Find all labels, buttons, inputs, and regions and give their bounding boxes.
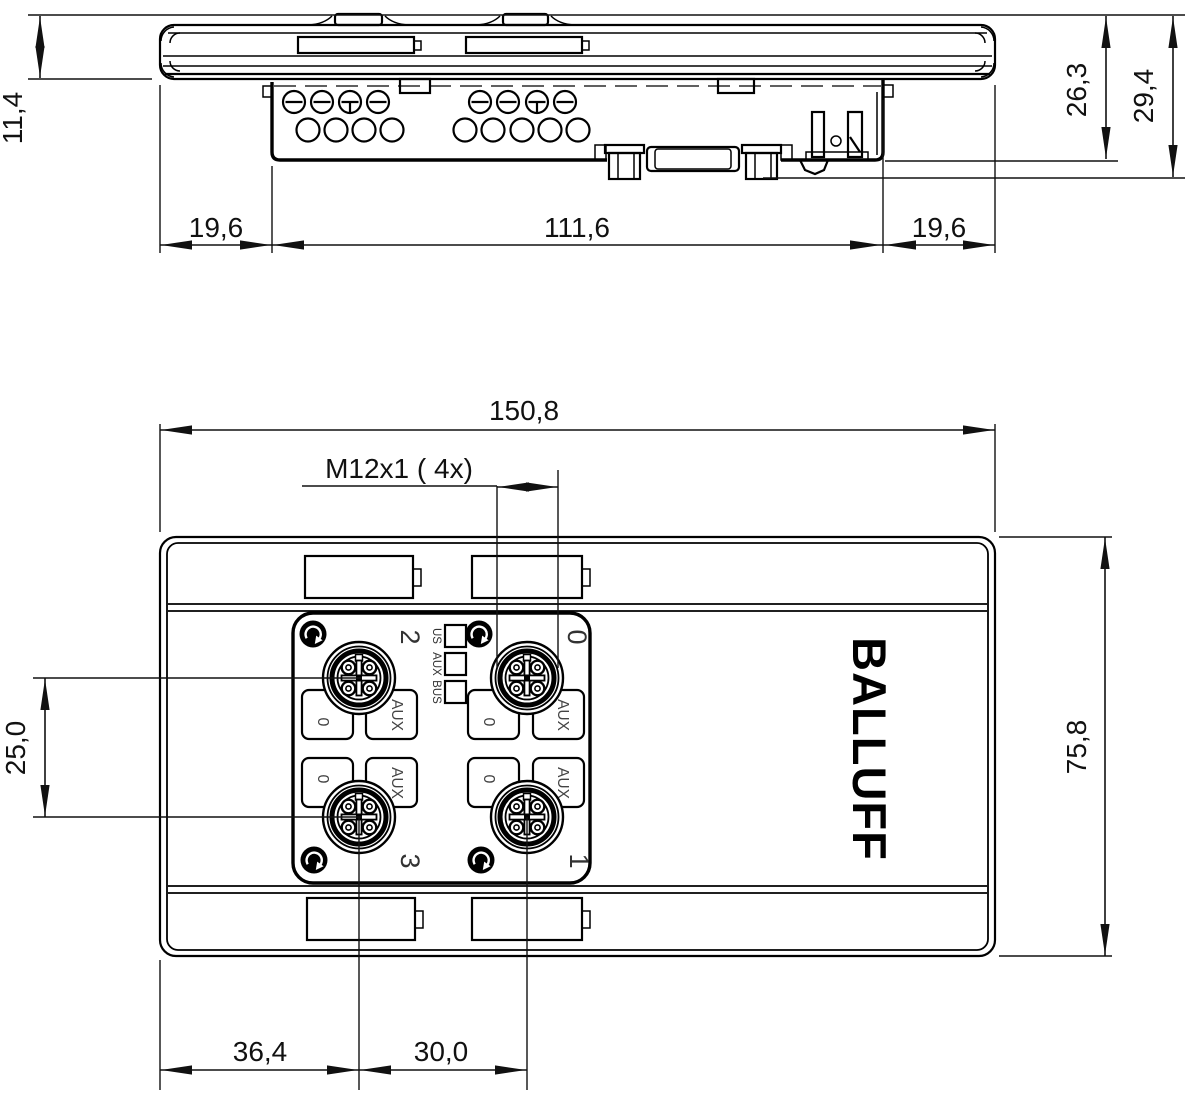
status-led-block: US AUX BUS bbox=[430, 623, 468, 705]
cover-corner-arcs-left bbox=[160, 26, 181, 78]
mounting-tab-left bbox=[333, 12, 384, 27]
led-label-bus: BUS bbox=[430, 680, 442, 704]
port2-aux-label: AUX bbox=[388, 699, 405, 732]
cover-slot-left bbox=[296, 35, 416, 55]
side-view: 11,4 19,6 111,6 19,6 26,3 29,4 bbox=[0, 12, 1185, 253]
port-number-bottom-right: 1 bbox=[564, 853, 594, 868]
port3-channel-label: 0 bbox=[314, 775, 331, 784]
body-latch-left bbox=[262, 85, 273, 98]
dim-total-height: 75,8 bbox=[1061, 720, 1092, 775]
port3-aux-label: AUX bbox=[388, 767, 405, 800]
port-number-top-right: 0 bbox=[562, 629, 592, 644]
din-rail-clip bbox=[798, 110, 869, 176]
quarter-turn-screw-icon bbox=[466, 845, 496, 875]
dim-left-overhang: 19,6 bbox=[189, 212, 244, 243]
top-view-dimensions: 150,8 M12x1 ( 4x) 25,0 75,8 bbox=[0, 395, 1112, 1090]
dim-depth-to-housing: 26,3 bbox=[1061, 63, 1092, 118]
dim-total-width: 150,8 bbox=[489, 395, 559, 426]
led-label-us: US bbox=[430, 628, 442, 644]
bottom-connector-assembly bbox=[594, 143, 793, 181]
dim-right-overhang: 19,6 bbox=[912, 212, 967, 243]
thread-size-label: M12x1 ( 4x) bbox=[325, 453, 473, 484]
connector-panel: 0 AUX 0 AUX 0 AUX 0 AUX 2 0 3 1 US AUX bbox=[291, 611, 594, 885]
dim-port-column-spacing: 30,0 bbox=[414, 1036, 469, 1067]
mounting-tab-right bbox=[501, 12, 550, 27]
quarter-turn-screw-icon bbox=[299, 845, 329, 875]
dim-port-left-offset: 36,4 bbox=[233, 1036, 288, 1067]
mounting-slot-top-left bbox=[303, 554, 415, 600]
clip-hole bbox=[830, 135, 842, 147]
side-view-body bbox=[262, 77, 894, 181]
balluff-logo: BALLUFF bbox=[843, 637, 896, 861]
mounting-slot-top-right bbox=[470, 554, 584, 600]
led-bus bbox=[443, 679, 468, 705]
cover-corner-arcs-right bbox=[974, 26, 995, 78]
led-us bbox=[443, 623, 468, 649]
quarter-turn-screw-icon bbox=[464, 619, 494, 649]
body-latch-right bbox=[882, 84, 894, 98]
dim-body-length: 111,6 bbox=[544, 212, 610, 243]
mounting-slot-bottom-left bbox=[305, 896, 417, 942]
port2-channel-label: 0 bbox=[314, 718, 331, 727]
port1-aux-label: AUX bbox=[554, 767, 571, 800]
led-label-aux: AUX bbox=[430, 652, 442, 676]
dim-depth-total: 29,4 bbox=[1128, 69, 1159, 124]
top-view: 0 AUX 0 AUX 0 AUX 0 AUX 2 0 3 1 US AUX bbox=[0, 395, 1112, 1090]
port0-aux-label: AUX bbox=[554, 699, 571, 732]
terminal-block-left bbox=[281, 89, 405, 143]
dim-cover-height: 11,4 bbox=[0, 92, 28, 144]
side-view-dimensions: 11,4 19,6 111,6 19,6 26,3 29,4 bbox=[0, 14, 1185, 253]
cover-slot-right bbox=[464, 35, 584, 55]
top-view-housing bbox=[158, 535, 997, 958]
port0-channel-label: 0 bbox=[480, 718, 497, 727]
terminal-block-right bbox=[452, 89, 591, 143]
port-number-top-left: 2 bbox=[395, 629, 425, 644]
led-aux bbox=[443, 651, 468, 677]
port1-channel-label: 0 bbox=[480, 775, 497, 784]
side-view-cover bbox=[158, 12, 997, 81]
m12-connector-port-0 bbox=[491, 642, 563, 714]
quarter-turn-screw-icon bbox=[298, 619, 328, 649]
dim-port-row-spacing: 25,0 bbox=[0, 721, 31, 776]
port-number-bottom-left: 3 bbox=[395, 853, 425, 868]
